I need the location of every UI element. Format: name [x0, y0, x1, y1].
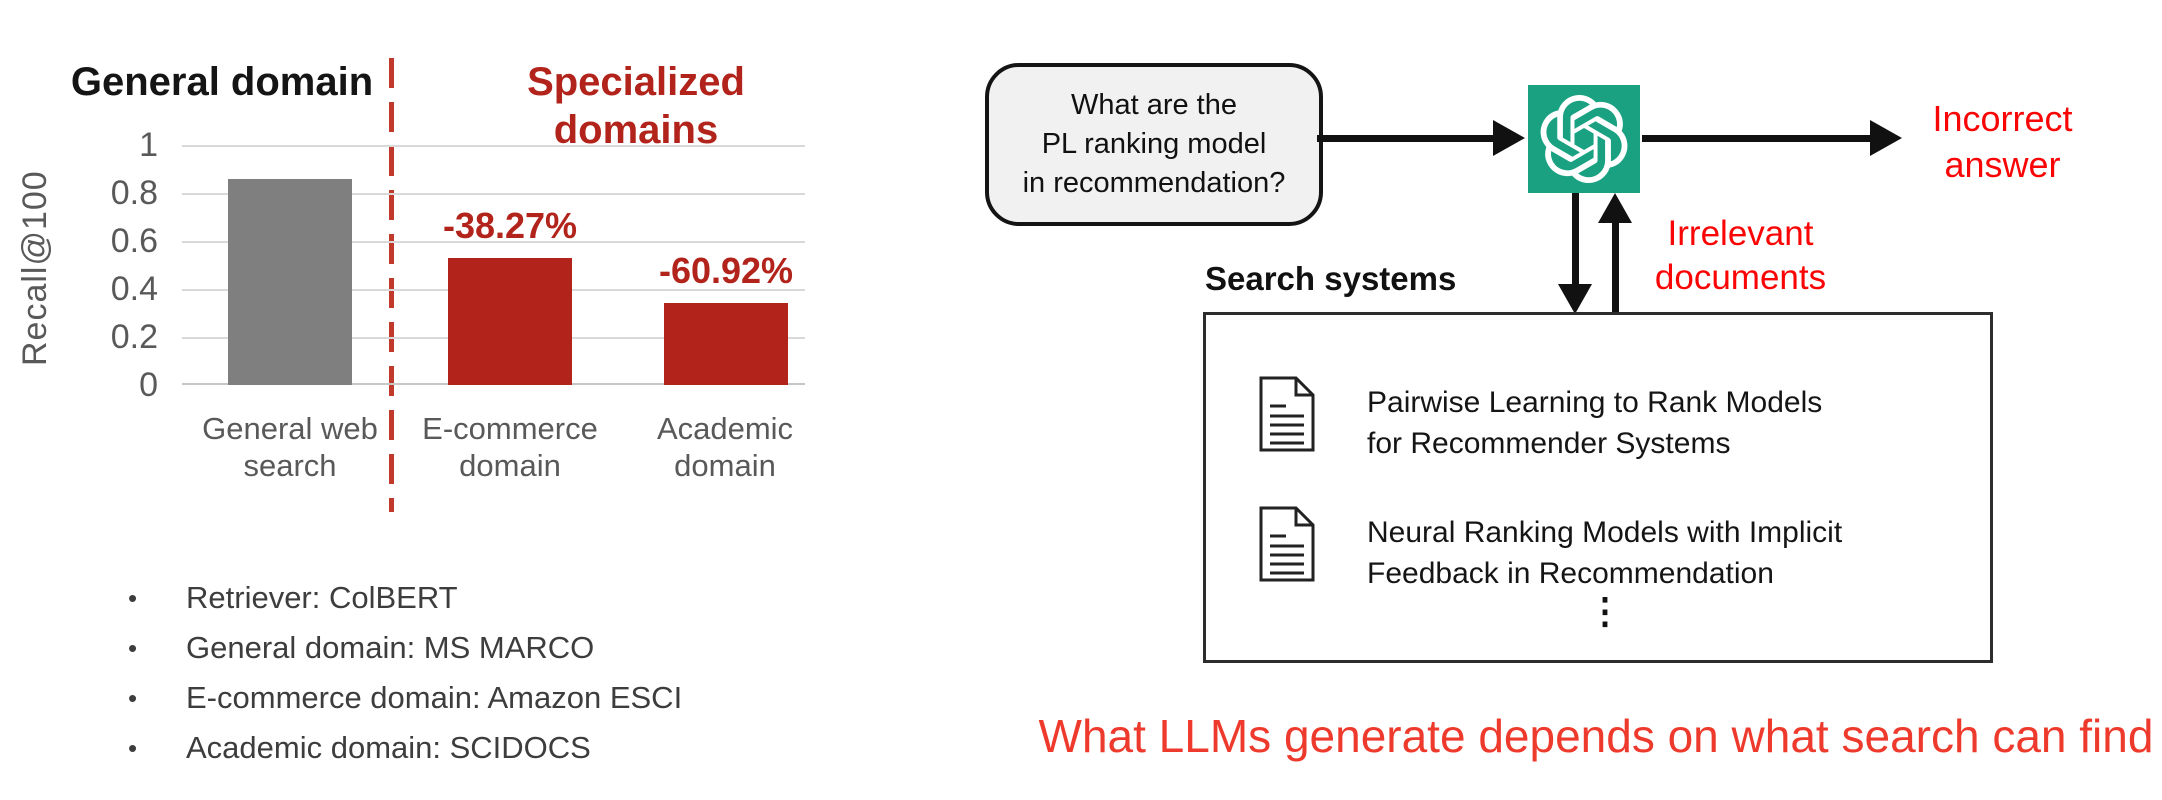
- bar-chart-plot-area: -38.27% -60.92%: [182, 145, 805, 385]
- gridline: [182, 193, 805, 195]
- bullet-icon: •: [128, 633, 138, 663]
- document-icon: [1258, 375, 1316, 458]
- bullet-text: Academic domain: SCIDOCS: [186, 730, 591, 765]
- bullet-text: Retriever: ColBERT: [186, 580, 458, 615]
- arrow-question-to-llm: [1317, 135, 1495, 142]
- gridline: [182, 337, 805, 339]
- x-axis-label-ecommerce-domain: E-commerce domain: [422, 411, 598, 483]
- figure-caption: What LLMs generate depends on what searc…: [1038, 710, 2154, 762]
- arrowhead-down-icon: [1558, 284, 1592, 314]
- arrow-llm-to-search: [1572, 193, 1579, 288]
- y-tick-label: 1: [139, 126, 158, 164]
- y-tick-label: 0.8: [110, 174, 158, 212]
- x-axis-label-academic-domain: Academic domain: [656, 411, 794, 483]
- bullet-icon: •: [128, 583, 138, 613]
- bar-academic-domain: [664, 303, 788, 385]
- list-item: • Retriever: ColBERT: [128, 578, 688, 628]
- arrowhead-right-icon: [1870, 120, 1902, 156]
- openai-logo-icon: [1528, 85, 1640, 193]
- bar-value-label: -60.92%: [658, 250, 794, 291]
- bar-ecommerce-domain: [448, 258, 572, 385]
- y-axis-tick-labels: 1 0.8 0.6 0.4 0.2 0: [78, 126, 158, 404]
- document-title: Pairwise Learning to Rank Models for Rec…: [1367, 386, 1823, 460]
- irrelevant-documents-text: Irrelevant documents: [1654, 214, 1827, 297]
- x-axis-label-general-web-search: General web search: [202, 411, 378, 483]
- document-title: Neural Ranking Models with Implicit Feed…: [1367, 516, 1843, 590]
- x-axis-line: [182, 383, 805, 385]
- bullet-icon: •: [128, 733, 138, 763]
- openai-knot-glyph: [1540, 95, 1628, 183]
- more-documents-ellipsis: ⋮: [1587, 590, 1623, 631]
- chart-section-header-specialized: Specialized domains: [527, 60, 745, 152]
- bullet-text: E-commerce domain: Amazon ESCI: [186, 680, 683, 715]
- bar-column-academic: -60.92%: [659, 145, 793, 385]
- list-item: • General domain: MS MARCO: [128, 628, 688, 678]
- arrowhead-right-icon: [1493, 120, 1525, 156]
- search-systems-label: Search systems: [1205, 260, 1457, 297]
- arrowhead-up-icon: [1598, 193, 1632, 223]
- y-tick-label: 0: [139, 366, 158, 404]
- bar-column-general-web-search: [228, 145, 352, 385]
- section-divider-dashed-line: [389, 58, 394, 512]
- bullet-icon: •: [128, 683, 138, 713]
- experiment-notes-list: • Retriever: ColBERT • General domain: M…: [128, 578, 688, 778]
- list-item: • Academic domain: SCIDOCS: [128, 728, 688, 778]
- bar-value-label: -38.27%: [442, 205, 578, 246]
- y-axis-title: Recall@100: [16, 170, 54, 366]
- question-bubble: What are the PL ranking model in recomme…: [985, 63, 1323, 226]
- bullet-text: General domain: MS MARCO: [186, 630, 595, 665]
- arrow-search-to-llm: [1612, 221, 1619, 315]
- question-text: What are the PL ranking model in recomme…: [1022, 89, 1286, 199]
- chart-section-header-general: General domain: [70, 60, 374, 104]
- list-item: • E-commerce domain: Amazon ESCI: [128, 678, 688, 728]
- document-icon: [1258, 505, 1316, 588]
- y-tick-label: 0.2: [110, 318, 158, 356]
- bar-column-ecommerce: -38.27%: [443, 145, 577, 385]
- bar-general-web-search: [228, 179, 352, 385]
- y-tick-label: 0.6: [110, 222, 158, 260]
- arrow-llm-to-answer: [1642, 135, 1872, 142]
- gridline: [182, 241, 805, 243]
- search-results-box: [1203, 312, 1993, 663]
- gridline: [182, 145, 805, 147]
- incorrect-answer-text: Incorrect answer: [1932, 98, 2073, 185]
- y-tick-label: 0.4: [110, 270, 158, 308]
- bar-value-label: [175, 127, 405, 167]
- gridline: [182, 289, 805, 291]
